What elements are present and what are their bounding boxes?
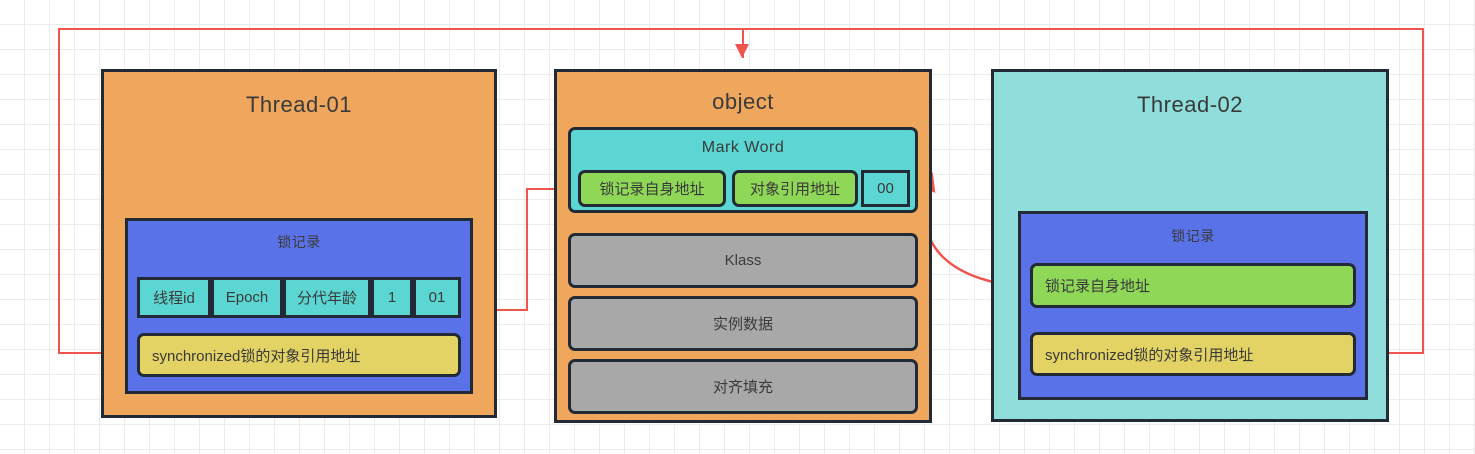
thread-01-cell-biased-flag[interactable]: 1 [371,277,413,318]
thread-01-cell-epoch-label: Epoch [225,289,269,306]
thread-02-self-address-field-label: 锁记录自身地址 [1045,278,1151,295]
connector-markword-out-v [526,188,528,310]
object-row-padding[interactable]: 对齐填充 [568,359,918,414]
thread-01-owner-field-label: synchronized锁的对象引用地址 [152,347,361,365]
thread-01-cell-epoch[interactable]: Epoch [211,277,283,318]
object-row-instance-data[interactable]: 实例数据 [568,296,918,351]
thread-01-title: Thread-01 [245,92,352,117]
object-mark-word-cell-self-address-label: 锁记录自身地址 [599,181,705,198]
object-mark-word-cell-object-ref-label: 对象引用地址 [749,181,840,198]
thread-02-owner-field-label: synchronized锁的对象引用地址 [1045,346,1254,364]
object-row-klass-label: Klass [724,252,762,269]
thread-01-cell-age[interactable]: 分代年龄 [283,277,371,318]
object-mark-word-title: Mark Word [701,139,785,156]
thread-01-cell-lock-flag[interactable]: 01 [413,277,461,318]
object-row-padding-label: 对齐填充 [712,379,773,396]
object-title: object [712,89,774,114]
object-mark-word-cell-object-ref[interactable]: 对象引用地址 [732,170,858,207]
object-mark-word-cell-self-address[interactable]: 锁记录自身地址 [578,170,726,207]
thread-01-lock-record-title: 锁记录 [277,234,321,250]
object-mark-word-cell-lock-flag[interactable]: 00 [861,170,910,207]
thread-01-cell-thread-id-label: 线程id [153,290,195,307]
object-row-klass[interactable]: Klass [568,233,918,288]
arrowhead-object-top [735,44,749,58]
thread-02-lock-record-title: 锁记录 [1171,228,1215,244]
connector-top-horizontal-left [58,28,1424,30]
connector-left-vertical [58,28,60,353]
thread-02-self-address-field[interactable]: 锁记录自身地址 [1030,263,1356,308]
thread-02-title: Thread-02 [1136,92,1243,117]
thread-01-cell-lock-flag-label: 01 [428,289,446,306]
thread-01-owner-field[interactable]: synchronized锁的对象引用地址 [137,333,461,377]
thread-01-cell-biased-flag-label: 1 [387,289,397,306]
connector-object-down-stem [742,28,744,58]
object-mark-word-cell-lock-flag-label: 00 [877,180,894,197]
thread-02-owner-field[interactable]: synchronized锁的对象引用地址 [1030,332,1356,376]
thread-01-cell-thread-id[interactable]: 线程id [137,277,211,318]
object-row-instance-data-label: 实例数据 [712,316,773,333]
connector-markword-out-h2 [496,309,528,311]
connector-right-vertical [1422,28,1424,353]
thread-01-cell-age-label: 分代年龄 [296,290,357,307]
